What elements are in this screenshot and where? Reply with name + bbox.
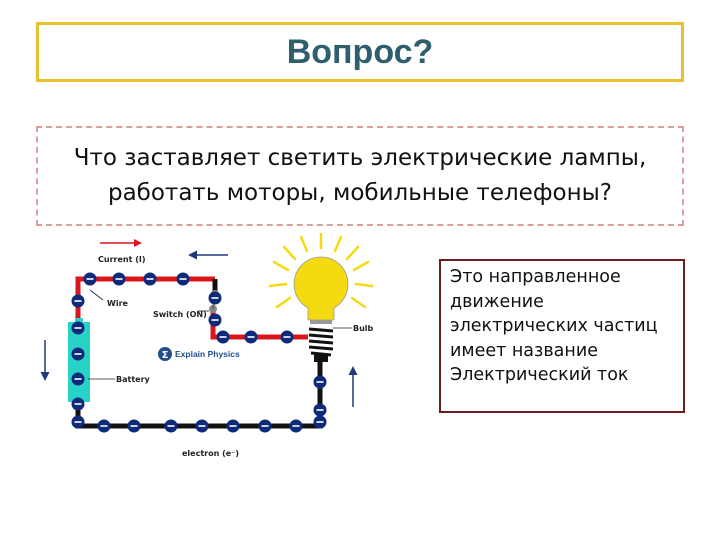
label-bulb: Bulb	[353, 324, 374, 333]
electron	[143, 272, 157, 286]
explain-physics-logo: Σ Explain Physics	[158, 347, 240, 361]
electron	[71, 372, 85, 386]
electron-flow-arrow-top	[188, 250, 228, 260]
answer-line-4: имеет название	[450, 340, 598, 361]
question-line-1: Что заставляет светить электрические лам…	[73, 145, 647, 171]
electron	[216, 330, 230, 344]
electron	[127, 419, 141, 433]
label-current: Current (I)	[98, 255, 145, 264]
label-wire: Wire	[107, 299, 129, 308]
answer-text: Это направленное движение электрических …	[450, 265, 674, 388]
answer-line-2: движение	[450, 291, 544, 312]
electrons	[71, 272, 327, 433]
answer-line-5: Электрический ток	[450, 365, 629, 385]
electron	[313, 403, 327, 417]
label-battery: Battery	[116, 375, 151, 384]
electron	[195, 419, 209, 433]
electron	[97, 419, 111, 433]
electron	[244, 330, 258, 344]
question-line-2: работать моторы, мобильные телефоны?	[107, 180, 612, 206]
electron	[313, 415, 327, 429]
electron	[176, 272, 190, 286]
electron-flow-arrow-right	[348, 366, 358, 407]
answer-line-3: электрических частиц	[450, 316, 658, 336]
label-switch: Switch (ON)	[153, 310, 207, 319]
bulb	[268, 232, 374, 362]
electron	[208, 313, 222, 327]
electron	[83, 272, 97, 286]
electron	[112, 272, 126, 286]
logo-text: Explain Physics	[175, 349, 240, 359]
electron	[226, 419, 240, 433]
electron	[71, 321, 85, 335]
electron	[164, 419, 178, 433]
electron	[289, 419, 303, 433]
circuit-diagram: Current (I) Switch (ON) Wire Battery	[40, 232, 374, 458]
electron-flow-arrow-left	[40, 340, 50, 381]
answer-box: Это направленное движение электрических …	[439, 259, 685, 413]
label-electron: electron (e⁻)	[182, 449, 239, 458]
logo-sigma-icon: Σ	[162, 350, 169, 361]
question-box: Что заставляет светить электрические лам…	[36, 126, 684, 226]
electron	[313, 375, 327, 389]
title-box: Вопрос?	[36, 22, 684, 82]
electron	[258, 419, 272, 433]
answer-line-1: Это направленное	[450, 267, 621, 287]
electron	[280, 330, 294, 344]
current-arrow	[100, 239, 142, 247]
electron	[71, 397, 85, 411]
slide-title: Вопрос?	[286, 32, 434, 71]
electron	[71, 294, 85, 308]
question-text: Что заставляет светить электрические лам…	[74, 141, 647, 211]
electron	[208, 291, 222, 305]
electron	[71, 347, 85, 361]
electron	[71, 415, 85, 429]
